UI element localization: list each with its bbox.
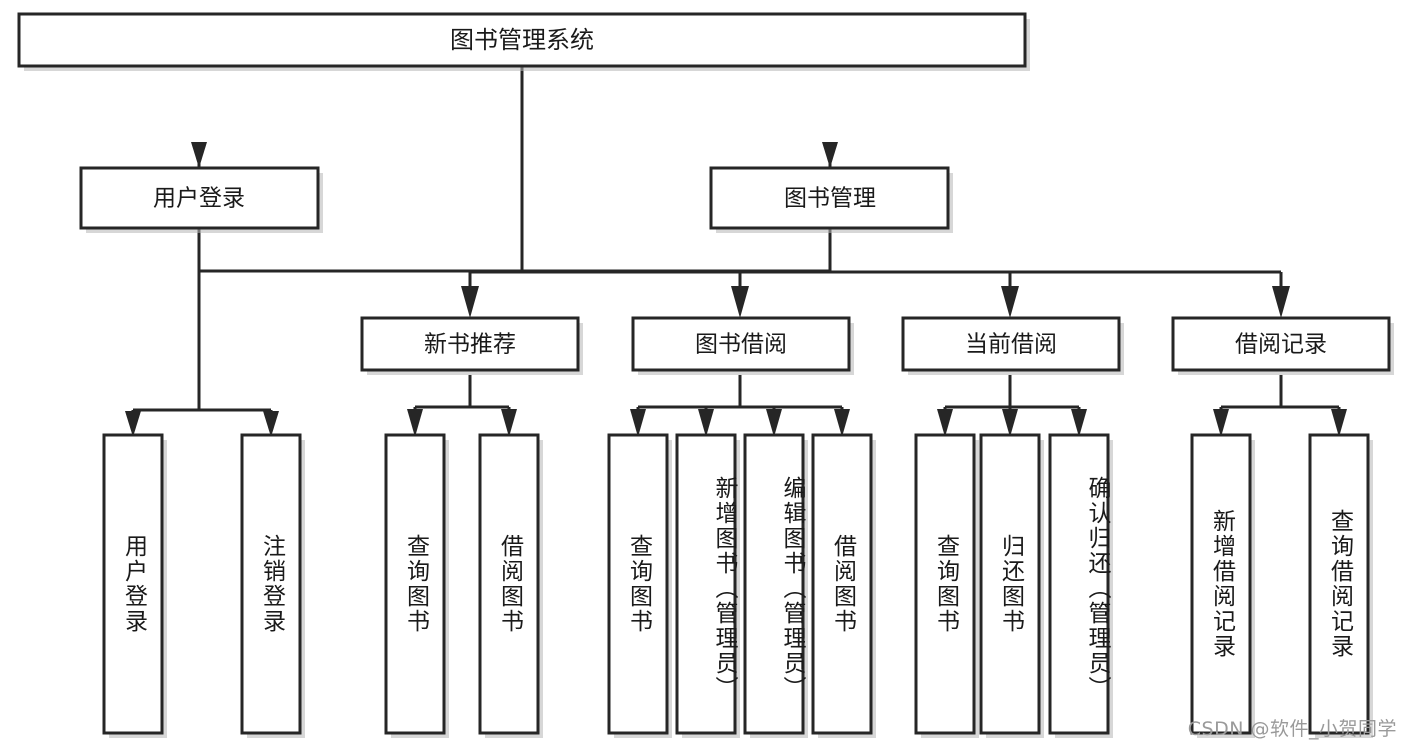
book-borrow-box [631, 316, 851, 372]
arrow-leaf-borrowrecord-2 [1331, 409, 1347, 437]
arrow-leaf-bookborrow-4 [834, 409, 850, 437]
arrow-l3-current-borrow [1001, 286, 1019, 318]
root-label: 图书管理系统 [450, 26, 594, 54]
node-root[interactable]: 图书管理系统 [17, 12, 1030, 71]
leaf-box-book-borrow-2[interactable] [675, 433, 737, 735]
node-borrow-record[interactable]: 借阅记录 [1171, 316, 1394, 375]
leaf-box-new-book-2[interactable] [478, 433, 540, 735]
book-borrow-label: 图书借阅 [695, 332, 787, 358]
user-login-box [79, 166, 320, 230]
node-book-borrow[interactable]: 图书借阅 [631, 316, 854, 375]
leaf-boxes [102, 433, 1373, 738]
node-user-login[interactable]: 用户登录 [79, 166, 323, 233]
leaf-box-book-borrow-4[interactable] [811, 433, 873, 735]
arrow-leaf-user-login-2 [263, 411, 279, 437]
leaf-box-borrow-record-2[interactable] [1308, 433, 1370, 735]
arrow-leaf-newbook-1 [407, 409, 423, 437]
current-borrow-box [901, 316, 1121, 372]
leaf-box-current-borrow-3[interactable] [1048, 433, 1110, 735]
arrow-leaf-borrowrecord-1 [1213, 409, 1229, 437]
leaf-box-book-borrow-3[interactable] [743, 433, 805, 735]
csdn-watermark: CSDN @软件_小贺同学 [1187, 718, 1397, 740]
leaf-box-user-login-1[interactable] [102, 433, 164, 735]
leaf-box-borrow-record-1[interactable] [1190, 433, 1252, 735]
new-book-recommend-label: 新书推荐 [424, 332, 516, 358]
leaf-box-user-login-2[interactable] [240, 433, 302, 735]
root-box [17, 12, 1027, 68]
arrow-l3-borrow-record [1272, 286, 1290, 318]
arrow-leaf-currentborrow-2 [1002, 409, 1018, 437]
arrow-user-login [191, 142, 207, 168]
leaf-box-current-borrow-1[interactable] [914, 433, 976, 735]
current-borrow-label: 当前借阅 [965, 332, 1057, 358]
arrow-l3-book-borrow [731, 286, 749, 318]
arrow-book-mgmt [822, 142, 838, 168]
arrow-leaf-newbook-2 [501, 409, 517, 437]
arrow-leaf-bookborrow-3 [766, 409, 782, 437]
new-book-recommend-box [360, 316, 580, 372]
arrow-leaf-user-login-1 [125, 411, 141, 437]
leaf-box-new-book-1[interactable] [384, 433, 446, 735]
leaf-box-current-borrow-2[interactable] [979, 433, 1041, 735]
node-current-borrow[interactable]: 当前借阅 [901, 316, 1124, 375]
borrow-record-label: 借阅记录 [1235, 332, 1327, 358]
arrow-leaf-currentborrow-3 [1071, 409, 1087, 437]
arrow-l3-new-book [461, 286, 479, 318]
arrow-leaf-bookborrow-2 [698, 409, 714, 437]
node-new-book-recommend[interactable]: 新书推荐 [360, 316, 583, 375]
node-book-management[interactable]: 图书管理 [709, 166, 953, 233]
book-management-box [709, 166, 950, 230]
book-management-label: 图书管理 [784, 186, 876, 212]
borrow-record-box [1171, 316, 1391, 372]
user-login-label: 用户登录 [153, 186, 245, 212]
arrow-leaf-bookborrow-1 [630, 409, 646, 437]
connector-group [125, 66, 1347, 437]
leaf-box-book-borrow-1[interactable] [607, 433, 669, 735]
arrow-leaf-currentborrow-1 [937, 409, 953, 437]
